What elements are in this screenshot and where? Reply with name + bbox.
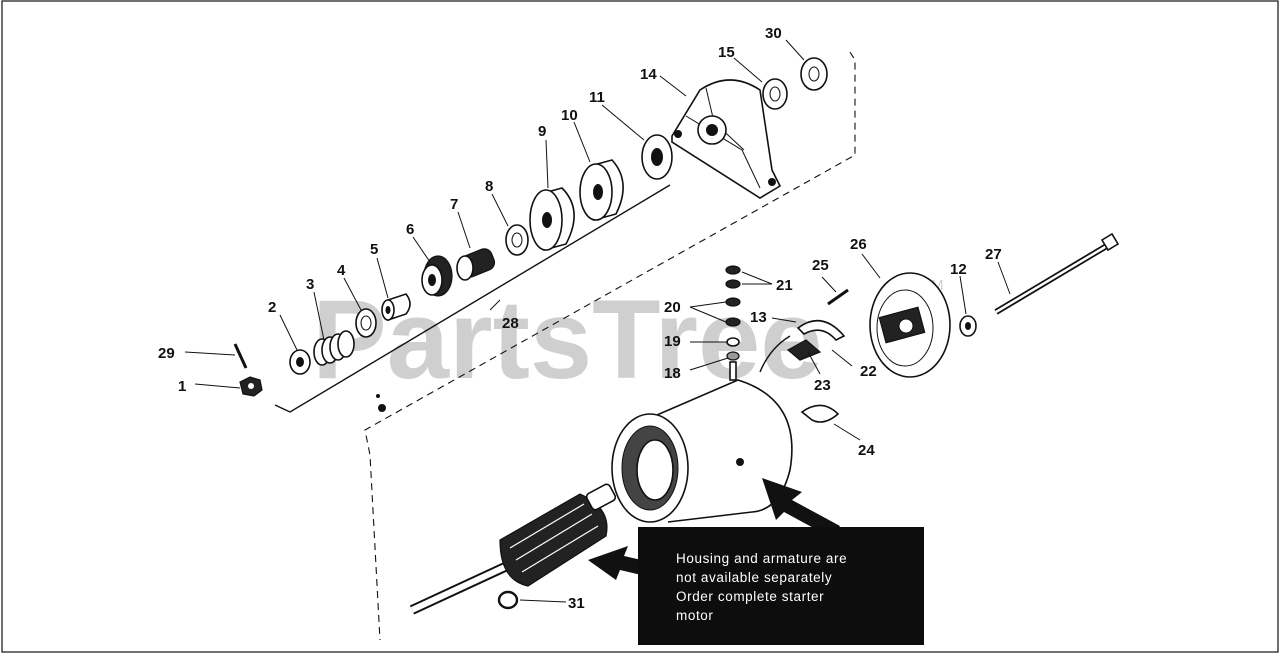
note-line-1: Housing and armature are: [676, 551, 847, 566]
callout-23: 23: [814, 377, 831, 394]
part-5-stop-collar: [381, 293, 411, 322]
part-22-23-brushes: [759, 335, 822, 373]
callout-12: 12: [950, 261, 967, 278]
callout-9: 9: [538, 123, 546, 140]
part-8-washer: [505, 224, 529, 256]
callout-31: 31: [568, 595, 585, 612]
callout-1: 1: [178, 378, 186, 395]
callout-19: 19: [664, 333, 681, 350]
callout-numbers: 1 29 2 3 4 5 6 7 8 9 10 11 14 15 30 28 2…: [158, 25, 1002, 612]
callout-14: 14: [640, 66, 657, 83]
part-7-drive-pinion: [456, 248, 496, 281]
callout-leader-lines: [184, 39, 1011, 603]
part-13-brush: [796, 319, 846, 341]
starter-housing: [611, 379, 793, 523]
assembly-boundary-lines: [274, 51, 856, 641]
part-21-20-19-18-hardware-stack: [725, 265, 741, 381]
callout-2: 2: [268, 299, 276, 316]
part-30-washer: [800, 57, 828, 91]
part-1-nut: [239, 376, 263, 397]
callout-24: 24: [858, 442, 875, 459]
callout-21: 21: [776, 277, 793, 294]
part-12-washer: [959, 315, 977, 337]
part-2-washer: [289, 349, 311, 375]
callout-10: 10: [561, 107, 578, 124]
part-14-drive-end-housing: [671, 79, 782, 199]
note-line-2: not available separately: [676, 570, 832, 585]
part-11-washer: [641, 134, 673, 180]
part-26-commutator-end-head: [869, 272, 951, 378]
part-29-cotter-pin: [233, 343, 248, 369]
callout-8: 8: [485, 178, 493, 195]
arrow-to-housing: [762, 478, 840, 538]
part-15-washer: [762, 78, 788, 110]
part-4-washer: [355, 308, 377, 338]
callout-30: 30: [765, 25, 782, 42]
callout-18: 18: [664, 365, 681, 382]
part-10-spacer: [579, 159, 624, 222]
loose-small-part: [378, 404, 386, 412]
callout-13: 13: [750, 309, 767, 326]
callout-15: 15: [718, 44, 735, 61]
callout-22: 22: [860, 363, 877, 380]
part-31-retaining-ring: [497, 590, 519, 610]
part-9-spacer: [529, 187, 575, 252]
note-box: Housing and armature are not available s…: [638, 527, 924, 645]
callout-11: 11: [589, 89, 605, 106]
callout-4: 4: [337, 262, 346, 279]
note-line-3: Order complete starter: [676, 589, 824, 604]
note-line-4: motor: [676, 608, 714, 623]
callout-20: 20: [664, 299, 681, 316]
loose-small-part: [376, 394, 380, 398]
part-25-screw: [827, 288, 849, 306]
note-background: [638, 527, 924, 645]
callout-27: 27: [985, 246, 1002, 263]
callout-26: 26: [850, 236, 867, 253]
callout-3: 3: [306, 276, 314, 293]
callout-5: 5: [370, 241, 378, 258]
part-27-through-bolt: [994, 232, 1120, 315]
armature: [409, 483, 617, 615]
part-3-spring: [313, 330, 355, 366]
part-6-pinion-gear: [421, 255, 453, 297]
part-24-brush-spring: [800, 404, 840, 423]
callout-28: 28: [502, 315, 519, 332]
callout-25: 25: [812, 257, 829, 274]
callout-6: 6: [406, 221, 414, 238]
callout-7: 7: [450, 196, 458, 213]
callout-29: 29: [158, 345, 175, 362]
